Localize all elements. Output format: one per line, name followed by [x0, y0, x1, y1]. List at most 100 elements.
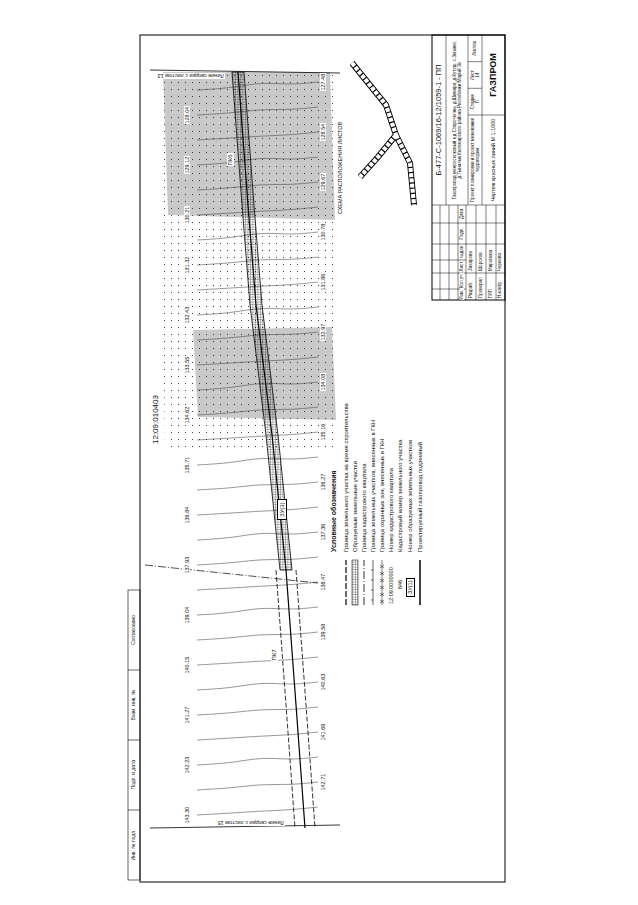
- drawing-label: Шорохов: [479, 251, 484, 272]
- elevation-mark: 139.58: [320, 623, 326, 642]
- drawing-label: Захарова: [469, 250, 474, 272]
- contour-line: [197, 682, 318, 690]
- elevation-mark: 136.27: [320, 473, 326, 492]
- elevation-mark: 142.71: [320, 773, 326, 792]
- legend-text: Граница земельных участков, внесенных в …: [370, 419, 377, 553]
- contour-line: [197, 807, 318, 815]
- elevation-mark: 141.69: [320, 723, 326, 742]
- title-block-cell: ГАЗПРОМ: [482, 35, 505, 115]
- side-strip-dividers: [128, 670, 140, 810]
- cell-text: 14: [475, 73, 480, 78]
- legend-sample: [371, 560, 373, 605]
- contour-line: [197, 557, 318, 565]
- drawing-label: ПК6: [227, 153, 234, 166]
- elevation-mark: 134.62: [184, 406, 190, 425]
- plot-number-box: ЗУ(3): [277, 499, 287, 520]
- side-strip: [128, 590, 140, 880]
- drawing-label: Условные обозначения: [330, 469, 338, 553]
- contour-line: [197, 82, 318, 90]
- elevation-mark: 142.23: [184, 756, 190, 775]
- contour-line: [197, 132, 318, 140]
- elevation-mark: 129.67: [320, 173, 326, 192]
- elevation-mark: 137.93: [184, 556, 190, 575]
- title-block-cell: Чертеж красных линий М 1:1000: [482, 115, 505, 205]
- elevation-mark: 143.30: [184, 806, 190, 825]
- sheet-scheme: [352, 63, 414, 205]
- drawing-label: Подп. и дата: [131, 759, 137, 790]
- legend-sample: [345, 560, 346, 605]
- title-block: [432, 35, 505, 300]
- contour-line: [197, 432, 318, 440]
- legend-text: Граница кадастрового квартала: [361, 462, 368, 553]
- elevation-mark: 137.36: [320, 523, 326, 542]
- legend-text: Проектируемый газопровод подземный: [417, 441, 424, 553]
- title-block-cell: Листов: [468, 35, 482, 62]
- drawing-label: Инв. № подл.: [131, 828, 137, 861]
- contour-line: [197, 607, 318, 615]
- elevation-mark: 128.04: [184, 106, 190, 125]
- elevation-mark: 132.97: [320, 323, 326, 342]
- drawing-label: Разраб.: [469, 281, 474, 299]
- contour-line: [197, 532, 318, 540]
- elevation-mark: 140.15: [184, 656, 190, 675]
- drawing-label: Подп.: [460, 227, 465, 241]
- elevation-mark: 141.27: [184, 706, 190, 725]
- cell-text: П: [475, 100, 480, 103]
- title-block-cell: Б-477-С-1069/16-12/1059-1 - ПП: [432, 35, 446, 205]
- elevation-mark: 138.47: [320, 573, 326, 592]
- elevation-mark: 130.78: [320, 223, 326, 242]
- drawing-label: Взам. инв. №: [131, 689, 137, 722]
- drawing-label: Миронова: [489, 249, 494, 272]
- cell-text: Чертеж красных линий М 1:1000: [490, 119, 496, 202]
- legend-text: Граница охранных зон, внесенных в ГКН: [379, 437, 386, 553]
- contour-line: [197, 657, 318, 665]
- legend-text: Номер кадастрового квартала: [388, 467, 395, 553]
- contour-line: [197, 182, 318, 190]
- sheet-frame: [140, 35, 505, 882]
- contour-line: [197, 207, 318, 215]
- legend-text: Номер образуемых земельных участков: [407, 439, 414, 553]
- elevation-mark: 136.84: [184, 506, 190, 525]
- legend-sample: [352, 560, 358, 605]
- land-plot-band: [232, 72, 292, 570]
- drawing-label: Линия сводки с листом 15: [217, 820, 285, 826]
- elevation-mark: 132.43: [184, 306, 190, 325]
- contour-line: [197, 482, 318, 490]
- drawing-label: 646: [397, 579, 403, 590]
- construction-boundary: [296, 570, 315, 828]
- contour-line: [197, 707, 318, 715]
- contour-line: [197, 232, 318, 240]
- drawing-label: Чернова: [498, 252, 503, 272]
- drawing-label: №док: [460, 245, 465, 259]
- drawing-label: Н.контр.: [498, 280, 503, 299]
- elevation-mark: 134.08: [320, 373, 326, 392]
- drawing-label: ГИП: [489, 288, 494, 299]
- title-block-cell: Лист14: [468, 62, 482, 89]
- legend-sample: [364, 560, 365, 605]
- drawing-label: СХЕМА РАСПОЛОЖЕНИЯ ЛИСТОВ: [337, 121, 343, 215]
- sheet-scheme-cells: [352, 63, 414, 205]
- contour-line: [197, 157, 318, 165]
- elevation-mark: 130.21: [184, 206, 190, 225]
- elevation-mark: 131.32: [184, 256, 190, 275]
- cell-text: Проект планировки и проект межевания тер…: [470, 115, 480, 205]
- elevation-mark: 127.48: [320, 73, 326, 92]
- cell-text: ЗУ(1): [407, 581, 413, 594]
- contour-line: [197, 782, 318, 790]
- legend-text: Кадастровый номер земельного участка: [397, 438, 404, 553]
- cell-text: Газопровод межпоселковый к д.Старочелны,…: [452, 35, 462, 205]
- contour-line: [197, 107, 318, 115]
- cell-text: Б-477-С-1069/16-12/1059-1 - ПП: [435, 64, 444, 175]
- elevation-mark: 139.04: [184, 606, 190, 625]
- legend-sample: [419, 560, 421, 605]
- contour-line: [197, 457, 318, 465]
- cell-text: Листов: [472, 41, 477, 56]
- legend-text: Граница земельного участка на время стро…: [343, 402, 350, 553]
- gas-pipeline: [238, 72, 305, 828]
- legend-text: Образуемые земельные участки: [352, 460, 359, 553]
- contour-line: [197, 582, 318, 590]
- quarter-boundary: [145, 565, 318, 583]
- title-block-cell: Газопровод межпоселковый к д.Старочелны,…: [446, 35, 468, 205]
